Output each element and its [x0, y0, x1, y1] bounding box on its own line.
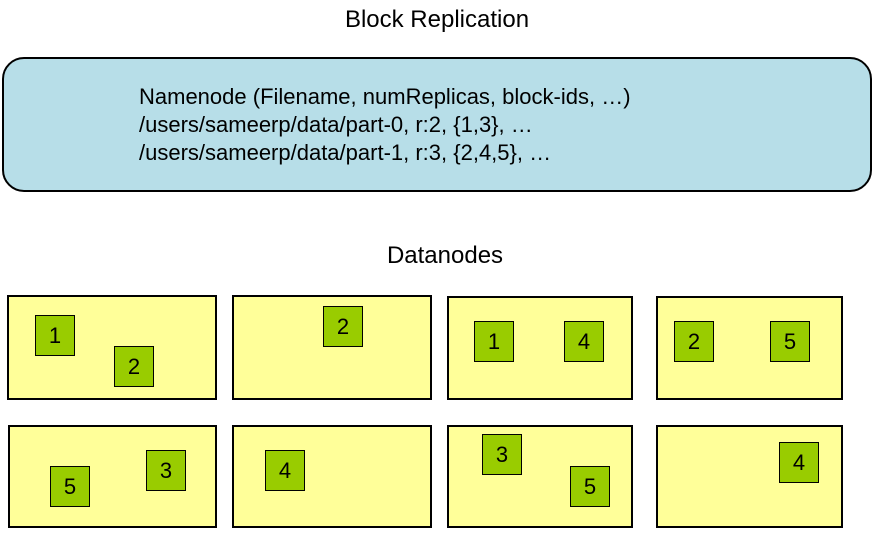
- block-1: 1: [474, 321, 514, 362]
- namenode-file-entry-part0: /users/sameerp/data/part-0, r:2, {1,3}, …: [139, 111, 533, 137]
- datanode-6: 4: [232, 425, 432, 528]
- datanode-2: 2: [232, 295, 432, 400]
- datanode-8: 4: [656, 425, 843, 528]
- namenode-file-entry-part1: /users/sameerp/data/part-1, r:3, {2,4,5}…: [139, 139, 552, 165]
- page-title: Block Replication: [344, 6, 530, 33]
- block-5: 5: [50, 466, 90, 507]
- namenode-signature-line: Namenode (Filename, numReplicas, block-i…: [139, 83, 631, 109]
- block-4: 4: [564, 321, 604, 362]
- block-4: 4: [779, 442, 819, 483]
- namenode-box: Namenode (Filename, numReplicas, block-i…: [2, 57, 872, 192]
- datanodes-heading: Datanodes: [386, 242, 504, 269]
- block-2: 2: [323, 306, 363, 347]
- block-2: 2: [114, 346, 154, 387]
- block-5: 5: [770, 321, 810, 362]
- block-2: 2: [674, 321, 714, 362]
- block-5: 5: [570, 466, 610, 507]
- block-3: 3: [482, 434, 522, 475]
- block-1: 1: [35, 315, 75, 356]
- block-4: 4: [265, 450, 305, 491]
- block-3: 3: [146, 450, 186, 491]
